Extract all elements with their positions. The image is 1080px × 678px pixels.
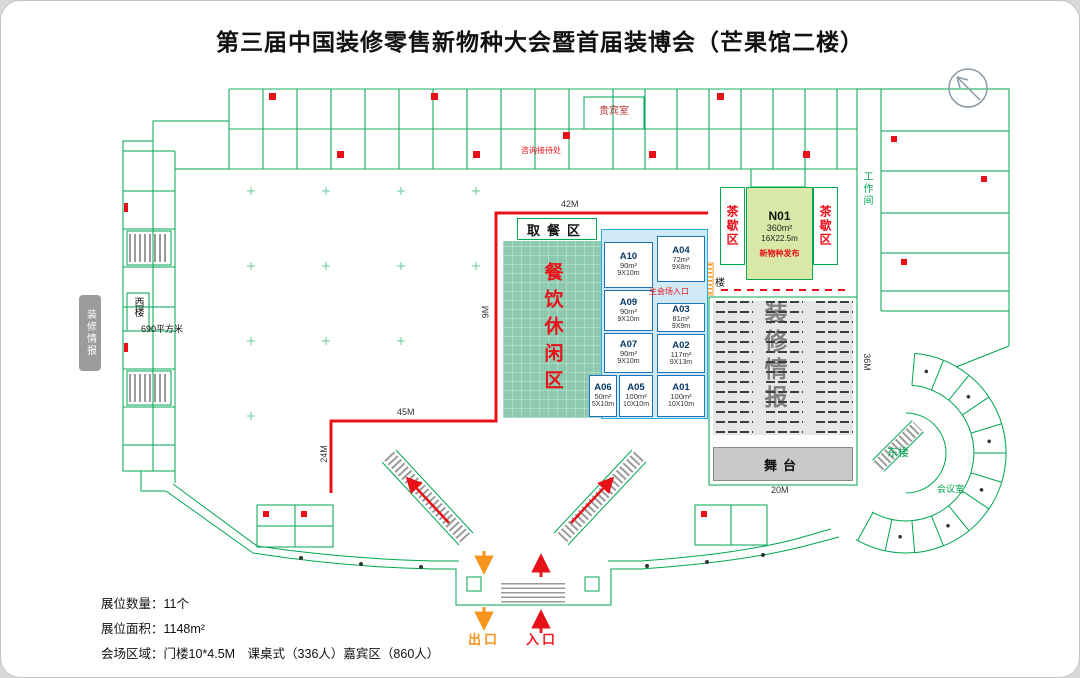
dining-lounge-label: 餐饮休闲区 bbox=[541, 262, 563, 397]
dim-left-height: 9M bbox=[480, 305, 491, 319]
booth-a03: A03 81m² 9X9m bbox=[657, 303, 705, 332]
exit-label: 出口 bbox=[467, 632, 500, 647]
booth-a01: A01 100m² 10X10m bbox=[657, 375, 705, 417]
tea-break-right-zone: 茶歇区 bbox=[813, 187, 838, 265]
escalator-left-arrow-icon bbox=[405, 476, 450, 524]
work-room-label: 工作间 bbox=[861, 171, 872, 207]
column-marks bbox=[247, 187, 480, 420]
seat-block bbox=[763, 301, 803, 435]
food-pickup-label: 取餐区 bbox=[526, 222, 587, 238]
escalator-left-icon bbox=[381, 449, 474, 546]
dim-stage-width: 20M bbox=[771, 485, 789, 495]
watermark: 装修情报 bbox=[761, 301, 787, 413]
east-hall-columns bbox=[898, 369, 991, 539]
dim-mid-width: 45M bbox=[397, 407, 415, 417]
dim-lower-left-height: 24M bbox=[318, 445, 329, 463]
legend-booth-area: 展位面积：1148m² bbox=[101, 622, 205, 636]
door-markers bbox=[124, 93, 987, 517]
stair-hatching bbox=[129, 234, 565, 603]
page-title: 第三届中国装修零售新物种大会暨首届装博会（芒果馆二楼） bbox=[216, 29, 864, 55]
seat-block bbox=[713, 301, 753, 435]
watermark-badge: 装修情报 bbox=[79, 295, 101, 371]
west-building-label: 西楼 bbox=[132, 297, 143, 317]
booth-a07: A07 90m² 9X10m bbox=[604, 333, 653, 373]
booth-n01: N01 360m² 16X22.5m 新物种发布 bbox=[746, 187, 813, 280]
east-building-label: 东楼 bbox=[887, 447, 909, 459]
escalator-right-icon bbox=[553, 449, 647, 546]
dining-lounge-zone: 餐饮休闲区 bbox=[503, 241, 601, 418]
legend-booth-count: 展位数量：11个 bbox=[101, 597, 189, 611]
booth-a09: A09 90m² 9X10m bbox=[604, 290, 653, 331]
stair-label: 楼 bbox=[715, 278, 725, 289]
booth-a10: A10 90m² 9X10m bbox=[604, 242, 653, 288]
east-stairs-icon bbox=[872, 420, 924, 472]
info-desk-label: 咨询接待处 bbox=[521, 146, 561, 155]
west-area-label: 690平方米 bbox=[141, 324, 184, 334]
stage-label: 舞台 bbox=[763, 457, 802, 473]
entrance-label: 入口 bbox=[525, 632, 558, 647]
booth-a02: A02 117m² 9X13m bbox=[657, 334, 705, 373]
facade-columns bbox=[299, 553, 765, 569]
east-hall-spokes bbox=[857, 353, 1006, 553]
building-walls bbox=[122, 88, 1010, 606]
legend-venue-info: 会场区域：门楼10*4.5M 课桌式（336人）嘉宾区（860人） bbox=[101, 647, 440, 661]
booth-a05: A05 100m² 10X10m bbox=[619, 375, 653, 417]
seat-block bbox=[813, 301, 853, 435]
escalator-right-arrow-icon bbox=[570, 476, 615, 524]
tea-break-left-zone: 茶歇区 bbox=[720, 187, 745, 265]
booth-a06: A06 50m² 5X10m bbox=[589, 375, 617, 417]
main-hall-entrance-label: 主会场入口 bbox=[649, 287, 689, 296]
red-zone-boundary bbox=[329, 211, 708, 493]
booth-a04: A04 72m² 9X8m bbox=[657, 236, 705, 282]
compass-icon bbox=[948, 68, 988, 108]
vip-room-label: 贵宾室 bbox=[599, 106, 629, 117]
stage-zone: 舞台 bbox=[713, 447, 853, 481]
guest-seating-area bbox=[713, 301, 853, 435]
legend: 展位数量：11个 展位面积：1148m² 会场区域：门楼10*4.5M 课桌式（… bbox=[101, 593, 439, 668]
dim-guest-depth: 36M bbox=[861, 353, 872, 371]
food-pickup-zone: 取餐区 bbox=[517, 218, 597, 240]
dim-top-width: 42M bbox=[561, 199, 579, 209]
meeting-room-label: 会议室 bbox=[937, 484, 965, 494]
